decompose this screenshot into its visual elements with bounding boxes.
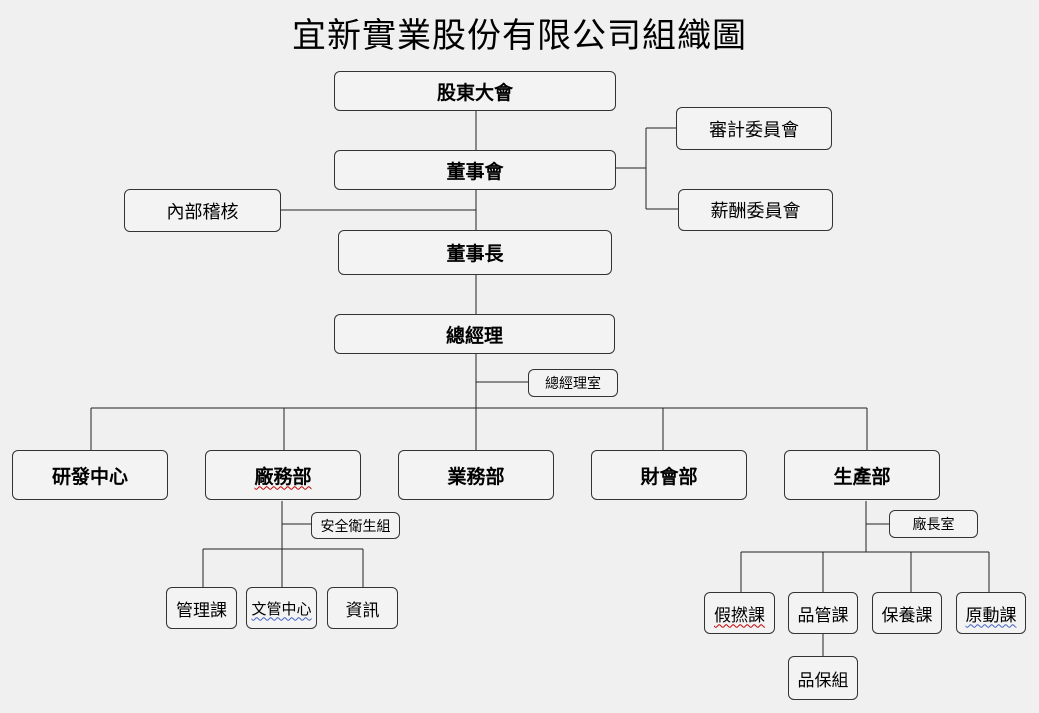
node-audit-committee: 審計委員會 — [676, 107, 832, 150]
node-sales-dept: 業務部 — [398, 450, 554, 500]
node-label: 薪酬委員會 — [710, 201, 801, 222]
node-label: 原動課 — [965, 605, 1017, 626]
node-label: 管理課 — [176, 600, 227, 621]
node-rd-center: 研發中心 — [12, 450, 168, 500]
node-label: 文管中心 — [251, 599, 312, 618]
node-gm-office: 總經理室 — [528, 369, 618, 397]
node-label: 安全衛生組 — [320, 518, 391, 535]
node-utilities-section: 原動課 — [956, 592, 1026, 634]
node-label: 生產部 — [833, 465, 891, 488]
node-admin-dept: 廠務部 — [205, 450, 361, 500]
node-label: 總經理室 — [545, 376, 601, 392]
node-label: 研發中心 — [51, 465, 128, 488]
node-qc-section: 品管課 — [788, 592, 858, 634]
node-label: 內部稽核 — [166, 201, 239, 223]
node-label: 財會部 — [640, 465, 698, 488]
node-lamination-section: 假撚課 — [704, 592, 775, 634]
node-production-dept: 生產部 — [784, 450, 940, 500]
node-label: 資訊 — [345, 600, 380, 621]
chart-title: 宜新實業股份有限公司組織圖 — [292, 16, 747, 56]
node-plant-manager-office: 廠長室 — [889, 510, 978, 538]
node-safety-team: 安全衛生組 — [311, 512, 400, 539]
node-finance-dept: 財會部 — [591, 450, 747, 500]
node-label: 董事長 — [446, 243, 504, 265]
node-management-section: 管理課 — [166, 587, 237, 629]
node-internal-audit: 內部稽核 — [124, 189, 281, 232]
node-label: 股東大會 — [436, 81, 513, 104]
node-label: 總經理 — [445, 324, 503, 347]
node-chairman: 董事長 — [338, 230, 612, 275]
node-maintenance-section: 保養課 — [872, 592, 942, 634]
node-label: 審計委員會 — [709, 119, 799, 141]
node-label: 保養課 — [881, 605, 933, 626]
node-general-manager: 總經理 — [334, 314, 615, 354]
node-qa-team: 品保組 — [788, 656, 858, 700]
node-it-section: 資訊 — [327, 587, 398, 629]
node-label: 廠長室 — [912, 517, 955, 533]
node-document-center: 文管中心 — [246, 587, 317, 629]
node-label: 董事會 — [446, 160, 504, 183]
node-label: 廠務部 — [254, 465, 312, 488]
node-shareholders: 股東大會 — [334, 71, 616, 111]
node-label: 業務部 — [447, 465, 505, 488]
node-compensation-committee: 薪酬委員會 — [678, 189, 833, 231]
node-label: 假撚課 — [714, 605, 765, 626]
node-board: 董事會 — [334, 150, 616, 190]
node-label: 品保組 — [797, 670, 849, 691]
node-label: 品管課 — [797, 605, 849, 626]
